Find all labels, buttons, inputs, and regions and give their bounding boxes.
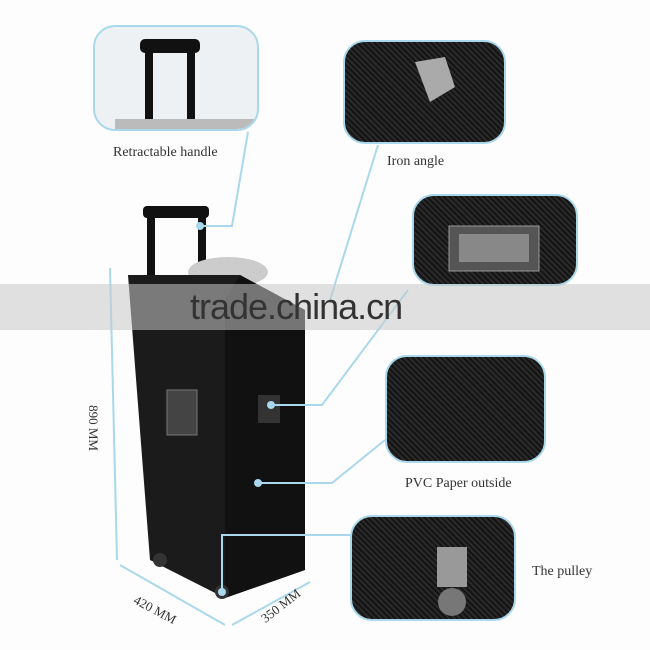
side-handle-detail-image <box>412 194 578 286</box>
height-dimension: 890 MM <box>85 405 101 451</box>
pvc-detail-image <box>385 355 546 463</box>
speaker-illustration <box>128 206 305 599</box>
iron-angle-detail-image <box>343 40 506 144</box>
watermark-text: trade.china.cn <box>190 286 403 327</box>
label-iron-angle: Iron angle <box>387 154 445 169</box>
label-retractable-handle: Retractable handle <box>113 145 218 160</box>
label-pulley: The pulley <box>532 564 593 579</box>
handle-detail-image <box>93 25 259 131</box>
watermark-band <box>0 284 650 330</box>
pulley-detail-image <box>350 515 516 621</box>
label-pvc-paper: PVC Paper outside <box>405 476 512 491</box>
